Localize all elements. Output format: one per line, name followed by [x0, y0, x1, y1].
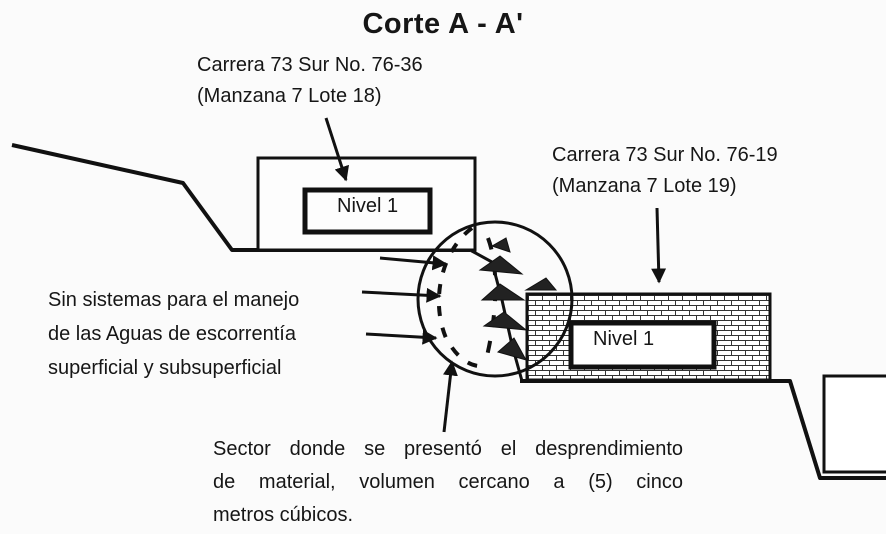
- detached-material-blocks: [478, 237, 558, 361]
- lower-lot-address: Carrera 73 Sur No. 76-19: [552, 144, 778, 166]
- upper-lot-label: Carrera 73 Sur No. 76-36 (Manzana 7 Lote…: [197, 52, 423, 114]
- failure-sector-note-line: de material, volumen cercano a (5) cinco: [213, 471, 683, 493]
- drainage-note-line: Sin sistemas para el manejo: [48, 289, 300, 311]
- failure-sector-note: Sector donde se presentó el desprendimie…: [213, 436, 683, 535]
- lower-lot-label: Carrera 73 Sur No. 76-19 (Manzana 7 Lote…: [552, 142, 778, 204]
- water-flow-arrows: [361, 255, 448, 345]
- terrain-profile-right: [520, 379, 886, 480]
- upper-house-level-box: [302, 187, 433, 235]
- upper-lot-parcel: (Manzana 7 Lote 18): [197, 85, 382, 107]
- drainage-note: Sin sistemas para el manejo de las Aguas…: [48, 287, 299, 389]
- drainage-note-line: superficial y subsuperficial: [48, 357, 282, 379]
- upper-lot-address: Carrera 73 Sur No. 76-36: [197, 54, 423, 76]
- leader-arrows: [324, 117, 667, 433]
- slip-surface-dashed: [436, 226, 487, 369]
- failure-sector-note-line: metros cúbicos.: [213, 504, 354, 526]
- drainage-note-line: de las Aguas de escorrentía: [48, 323, 296, 345]
- far-right-structure: [822, 374, 886, 474]
- lower-lot-parcel: (Manzana 7 Lote 19): [552, 175, 737, 197]
- lower-house-level-box: [568, 320, 717, 370]
- failure-zone-circle: [416, 220, 574, 378]
- lower-house-level-label: Nivel 1: [593, 328, 655, 350]
- upper-house-level-label: Nivel 1: [337, 195, 399, 217]
- terrain-profile-left: [11, 143, 258, 252]
- section-title: Corte A - A': [362, 8, 524, 40]
- failure-sector-note-line: Sector donde se presentó el desprendimie…: [213, 438, 683, 460]
